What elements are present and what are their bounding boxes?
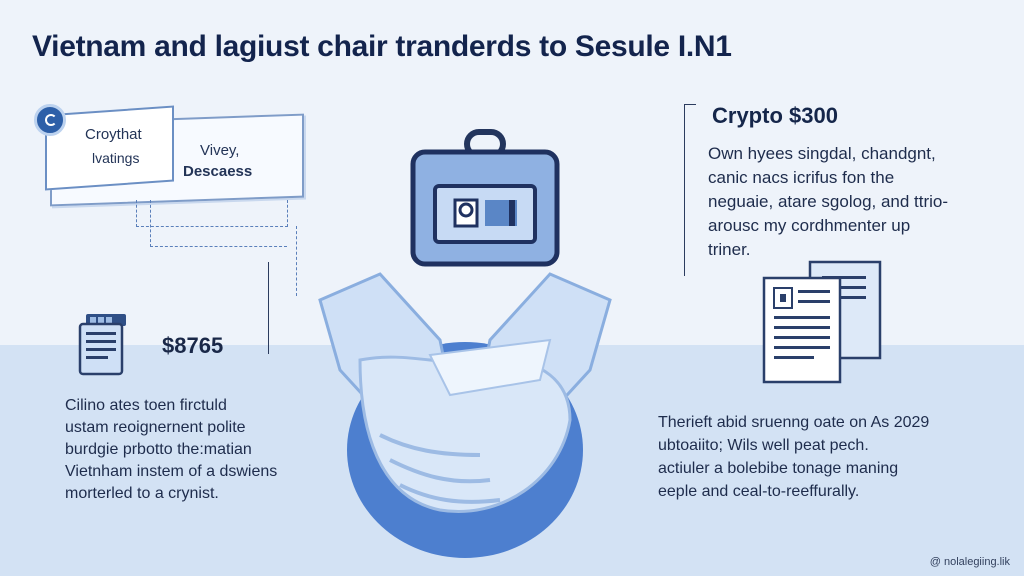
right-top-paragraph-line: Own hyees singdal, chandgnt, <box>708 144 936 163</box>
left-paragraph-line: Cilino ates toen firctuld <box>65 397 227 414</box>
left-paragraph: Cilino ates toen firctuld ustam reoigner… <box>65 395 277 505</box>
left-paragraph-line: burdgie prbotto the:matian <box>65 441 252 458</box>
connector-vline <box>268 262 269 354</box>
documents-icon <box>762 260 882 384</box>
document-stack-icon <box>78 314 126 376</box>
right-title-bracket <box>684 104 685 276</box>
left-paragraph-line: morterled to a crynist. <box>65 485 219 502</box>
card-label-2: lvatings <box>92 150 140 166</box>
right-bottom-paragraph-line: eeple and ceal-to-reeffurally. <box>658 483 860 500</box>
link-badge-icon <box>34 104 66 136</box>
left-paragraph-line: Vietnham instem of a dswiens <box>65 463 278 480</box>
right-top-paragraph-line: arousc my cordhmenter up <box>708 216 911 235</box>
right-bottom-paragraph-line: Therieft abid sruenng oate on As 2029 <box>658 414 930 431</box>
connector-dash-1 <box>136 200 288 227</box>
connector-dash-3 <box>286 226 297 296</box>
right-bottom-paragraph-line: ubtoaiito; Wils well peat pech. <box>658 437 869 454</box>
briefcase-icon <box>410 129 560 267</box>
right-top-paragraph-line: canic nacs icrifus fon the <box>708 168 895 187</box>
handshake-icon <box>318 272 612 558</box>
connector-dash-2 <box>150 200 287 247</box>
card-label-1: Croythat <box>85 126 142 143</box>
card-label-4: Descaess <box>183 163 253 180</box>
card-label-3: Vivey, <box>200 142 240 159</box>
left-price: $8765 <box>162 333 224 358</box>
right-top-paragraph: Own hyees singdal, chandgnt, canic nacs … <box>708 142 948 262</box>
right-top-paragraph-line: triner. <box>708 240 751 259</box>
footer-credit[interactable]: @ nolalegiing.lik <box>929 556 1010 568</box>
left-paragraph-line: ustam reoignernent polite <box>65 419 246 436</box>
right-top-paragraph-line: neguaie, atare sgolog, and ttrio- <box>708 192 949 211</box>
right-bracket-tick <box>684 104 696 105</box>
right-bottom-paragraph: Therieft abid sruenng oate on As 2029 ub… <box>658 411 929 503</box>
right-title: Crypto $300 <box>712 103 838 128</box>
right-bottom-paragraph-line: actiuler a bolebibe tonage maning <box>658 460 899 477</box>
page-title: Vietnam and lagiust chair tranderds to S… <box>32 30 732 63</box>
